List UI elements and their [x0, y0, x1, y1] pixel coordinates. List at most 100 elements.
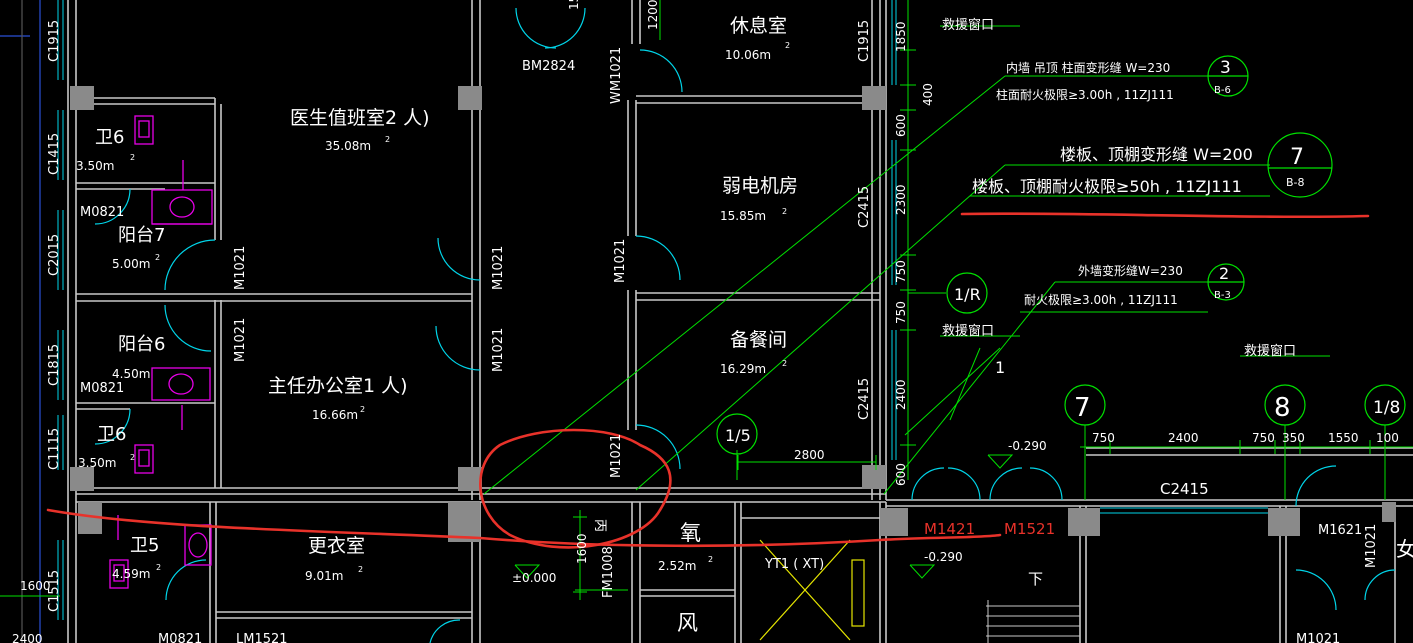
room-rest-area: 10.06m	[725, 48, 771, 62]
area-sup-2: 2	[385, 135, 390, 144]
note-rescue-3: 救援窗口	[1244, 343, 1296, 359]
dimension-lines	[0, 0, 1413, 600]
red-markup	[46, 212, 1370, 549]
room-weak-current-area: 15.85m	[720, 209, 766, 223]
elev-2: -0.290	[924, 550, 963, 564]
room-oxygen-area: 2.52m	[658, 559, 696, 573]
door-swings	[94, 7, 1396, 643]
room-pantry-area: 16.29m	[720, 362, 766, 376]
door-m1421: M1421	[924, 520, 975, 538]
dim-100: 100	[1376, 431, 1399, 445]
room-doctor-duty-area: 35.08m	[325, 139, 371, 153]
notes: 救援窗口 救援窗口 救援窗口 内墙 吊顶 柱面变形缝 W=230 柱面耐火极限≥…	[942, 17, 1296, 377]
room-locker: 更衣室	[308, 535, 365, 557]
window-c1115: C1115	[47, 428, 62, 470]
room-director-office: 主任办公室1 人)	[268, 375, 408, 397]
columns	[70, 86, 1396, 542]
area-sup-4: 2	[782, 359, 787, 368]
axis-labels: 1/R 1/5 7 8 1/8	[725, 285, 1400, 445]
area-sup-6: 2	[358, 565, 363, 574]
area-sup-8: 2	[130, 153, 135, 162]
door-m1021-h: M1021	[1296, 632, 1340, 643]
window-c1915-b: C1915	[857, 20, 872, 62]
door-lm1521: LM1521	[236, 632, 288, 643]
door-m0821-c: M0821	[158, 632, 202, 643]
axis-1-8: 1/8	[1373, 398, 1400, 418]
index-circles	[716, 55, 1406, 455]
door-m0821-a: M0821	[80, 205, 124, 220]
room-balcony-7: 阳台7	[118, 225, 165, 246]
window-c2015: C2015	[47, 234, 62, 276]
room-weak-current: 弱电机房	[722, 175, 798, 197]
room-wind: 风	[677, 611, 698, 635]
note-joint-7-line2: 楼板、顶棚耐火极限≥50h , 11ZJ111	[972, 177, 1242, 196]
elevator-shaft	[759, 539, 865, 641]
dim-2300: 2300	[894, 184, 908, 215]
room-balcony-6: 阳台6	[118, 334, 165, 355]
index-3-bot: B-6	[1214, 85, 1231, 96]
axis-1r: 1/R	[954, 285, 981, 304]
door-m1021-e: M1021	[613, 239, 628, 283]
door-fm1008: FM1008	[601, 546, 616, 598]
dim-1550: 1550	[1328, 431, 1359, 445]
note-rescue-1: 救援窗口	[942, 17, 994, 33]
door-m1021-d: M1021	[491, 328, 506, 372]
room-partial-char: 女	[1396, 537, 1413, 561]
room-doctor-duty: 医生值班室2 人)	[290, 107, 430, 129]
window-c1915-a: C1915	[47, 20, 62, 62]
room-director-office-area: 16.66m	[312, 408, 358, 422]
note-joint-2-line1: 外墙变形缝W=230	[1078, 263, 1183, 278]
dim-1600-v: 1600	[575, 533, 589, 564]
index-marks: 3 B-6 7 B-8 2 B-3	[1214, 58, 1305, 301]
window-c2415-a: C2415	[857, 186, 872, 228]
dim-350: 350	[1282, 431, 1305, 445]
door-m1021-f: M1021	[609, 434, 624, 478]
door-m1621: M1621	[1318, 523, 1362, 538]
note-joint-2-line2: 耐火极限≥3.00h , 11ZJ111	[1024, 293, 1178, 307]
window-labels: C1915 C1415 C2015 C1815 C1115 C1515 C191…	[47, 20, 1209, 612]
elev-0: ±0.000	[512, 571, 556, 585]
room-bath-mid: 卫6	[97, 424, 126, 445]
room-rest: 休息室	[730, 15, 787, 37]
dim-1600-h: 1600	[20, 579, 51, 593]
stairs	[986, 600, 1080, 643]
door-m1021-c: M1021	[491, 246, 506, 290]
room-bath-lower-area: 4.59m	[112, 567, 150, 581]
window-c2415-c: C2415	[1160, 480, 1209, 498]
dim-2400-v: 2400	[894, 379, 908, 410]
area-sup-5: 2	[360, 405, 365, 414]
dim-600-b: 600	[894, 463, 908, 486]
dim-600-a: 600	[894, 114, 908, 137]
room-elevator: YT1 ( XT)	[764, 557, 824, 572]
door-m1021-b: M1021	[233, 318, 248, 362]
area-sup-9: 2	[155, 253, 160, 262]
area-sup-7: 2	[708, 555, 713, 564]
room-balcony-6-area: 4.50m	[112, 367, 150, 381]
window-c1815: C1815	[47, 344, 62, 386]
door-m1021-g: M1021	[1364, 524, 1379, 568]
bathroom-fixtures	[109, 115, 213, 589]
note-joint-3-line1: 内墙 吊顶 柱面变形缝 W=230	[1006, 60, 1170, 75]
index-7-top: 7	[1290, 145, 1304, 170]
dim-750-b: 750	[894, 301, 908, 324]
window-c2415-b: C2415	[857, 378, 872, 420]
index-7-bot: B-8	[1286, 176, 1305, 189]
room-pantry: 备餐间	[730, 329, 787, 351]
room-bath-mid-area: 3.50m	[78, 456, 116, 470]
door-m0821-b: M0821	[80, 381, 124, 396]
axis-7: 7	[1074, 393, 1091, 423]
dim-1200: 1200	[646, 0, 660, 30]
dim-1850: 1850	[894, 21, 908, 52]
left-exterior-lines	[0, 0, 41, 643]
index-3-top: 3	[1220, 58, 1231, 78]
elev-1: -0.290	[1008, 439, 1047, 453]
dim-2400-bl: 2400	[12, 632, 43, 643]
index-2-top: 2	[1219, 264, 1229, 283]
room-bath-lower: 卫5	[130, 535, 159, 556]
window-c1415: C1415	[47, 133, 62, 175]
door-labels: BM2824 WM1021 M0821 M0821 M0821 M1021 M1…	[80, 47, 1379, 643]
dim-750-a: 750	[894, 260, 908, 283]
axis-8: 8	[1274, 393, 1291, 423]
door-wm1021: WM1021	[609, 47, 624, 104]
